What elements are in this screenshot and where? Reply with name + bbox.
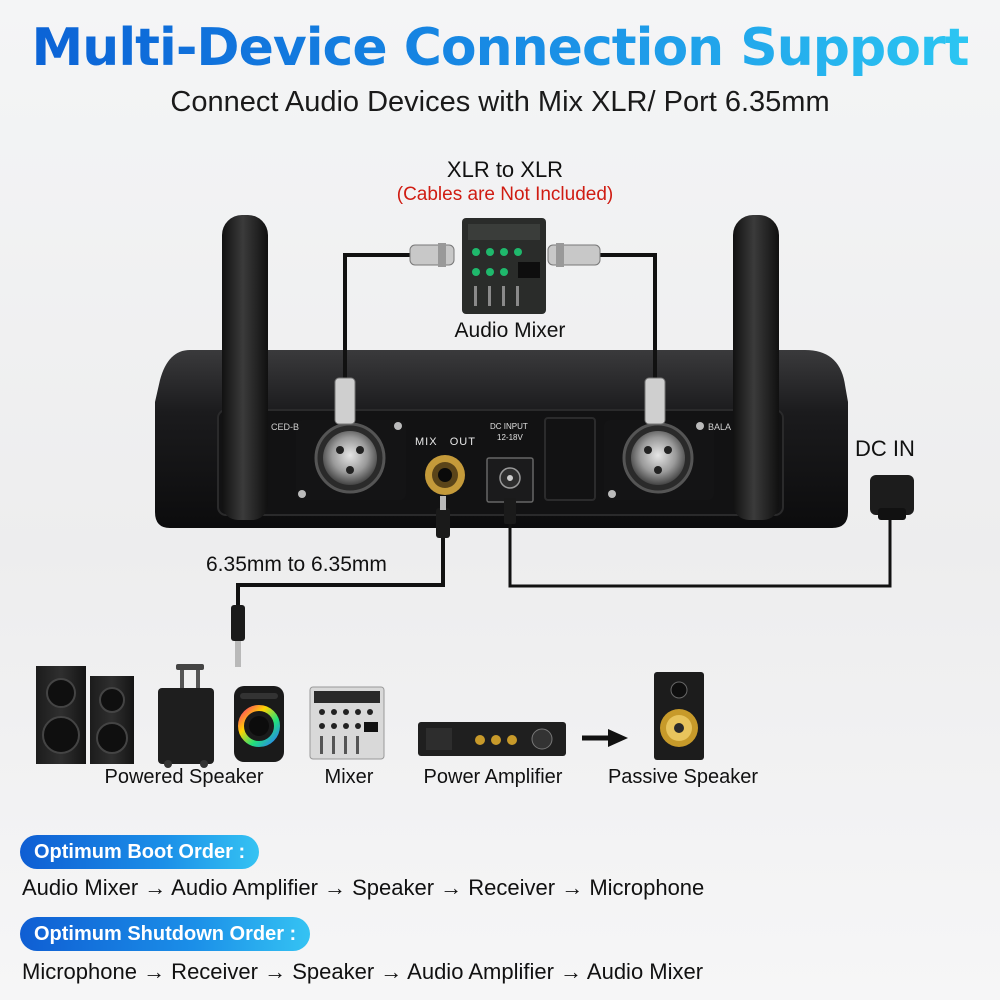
- mix-out-label: MIX OUT: [415, 436, 476, 448]
- audio-mixer-label: Audio Mixer: [454, 319, 566, 342]
- xlr-cable-label: XLR to XLR: [446, 157, 564, 182]
- xlr-plug-left-bottom: [334, 377, 356, 425]
- jack-cable-label: 6.35mm to 6.35mm: [206, 553, 387, 576]
- xlr-plug-left-top: [409, 243, 455, 267]
- mixer-image: [309, 686, 385, 760]
- cables-not-included-note: (Cables are Not Included): [396, 184, 614, 205]
- dc-input-label: DC INPUT: [490, 422, 528, 431]
- arrow-icon: [582, 729, 628, 747]
- dc-voltage-label: 12-18V: [497, 433, 523, 442]
- jack-cable: [231, 496, 450, 667]
- boot-order-sequence: Audio Mixer → Audio Amplifier → Speaker …: [22, 875, 705, 900]
- mix-out-jack: [425, 455, 465, 495]
- dc-input-port: [486, 457, 534, 503]
- device-label-passive-speaker: Passive Speaker: [607, 766, 759, 788]
- xlr-plug-right-bottom: [644, 377, 666, 425]
- power-amplifier-image: [418, 722, 566, 756]
- receiver-right-tag: BALA: [708, 422, 732, 432]
- receiver-left-tag: CED-B: [271, 422, 300, 432]
- powered-speaker-tower-1: [36, 666, 86, 764]
- page-subtitle: Connect Audio Devices with Mix XLR/ Port…: [170, 86, 830, 118]
- trolley-speaker: [158, 664, 214, 768]
- boot-order-badge: Optimum Boot Order :: [20, 835, 260, 869]
- shutdown-order-sequence: Microphone → Receiver → Speaker → Audio …: [22, 959, 704, 984]
- device-label-power-amplifier: Power Amplifier: [423, 766, 563, 788]
- xlr-output-left: [296, 420, 406, 500]
- page-title: Multi-Device Connection Support: [31, 18, 970, 78]
- powered-speaker-tower-2: [90, 676, 134, 764]
- dc-power-cable: [504, 475, 914, 588]
- device-label-powered-speaker: Powered Speaker: [104, 766, 264, 788]
- passive-speaker-image: [654, 672, 704, 760]
- audio-mixer-image: [462, 218, 546, 314]
- dc-in-label: DC IN: [855, 436, 915, 461]
- rgb-party-speaker: [234, 686, 284, 762]
- shutdown-order-badge: Optimum Shutdown Order :: [20, 917, 311, 951]
- xlr-plug-right-top: [547, 243, 601, 267]
- xlr-output-right: [604, 420, 714, 500]
- xlr-cables: [343, 253, 657, 395]
- device-label-mixer: Mixer: [324, 766, 374, 788]
